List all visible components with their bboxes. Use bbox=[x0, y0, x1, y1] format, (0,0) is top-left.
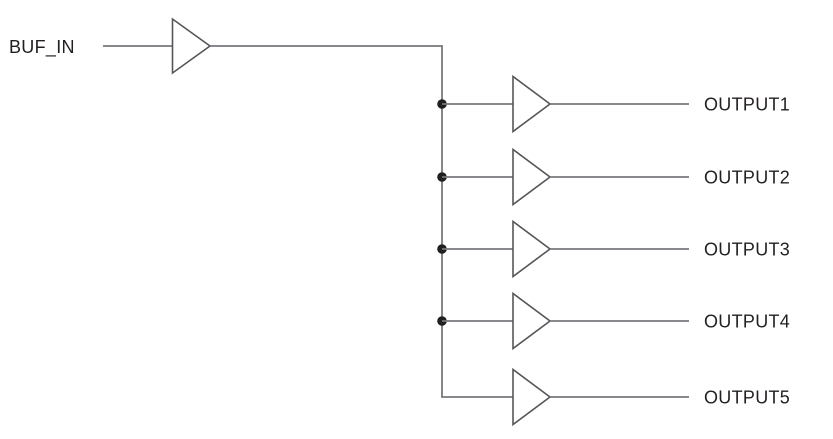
input-buffer-icon bbox=[171, 17, 212, 75]
input-stage: BUF_IN bbox=[9, 17, 443, 397]
output-buffer-icon bbox=[512, 219, 552, 279]
input-net-label: BUF_IN bbox=[9, 37, 75, 58]
output-net-label: OUTPUT3 bbox=[704, 240, 790, 260]
output-net-label: OUTPUT4 bbox=[704, 312, 790, 332]
output-net-label: OUTPUT5 bbox=[704, 388, 790, 408]
output-row: OUTPUT5 bbox=[441, 367, 790, 427]
output-buffer-icon bbox=[512, 291, 552, 351]
output-net-label: OUTPUT1 bbox=[704, 95, 790, 115]
output-row: OUTPUT3 bbox=[437, 219, 790, 279]
output-buffer-icon bbox=[512, 367, 552, 427]
output-row: OUTPUT1 bbox=[437, 74, 790, 134]
output-net-label: OUTPUT2 bbox=[704, 168, 790, 188]
output-row: OUTPUT2 bbox=[437, 147, 790, 207]
output-buffer-icon bbox=[512, 74, 552, 134]
output-buffer-icon bbox=[512, 147, 552, 207]
output-row: OUTPUT4 bbox=[437, 291, 790, 351]
